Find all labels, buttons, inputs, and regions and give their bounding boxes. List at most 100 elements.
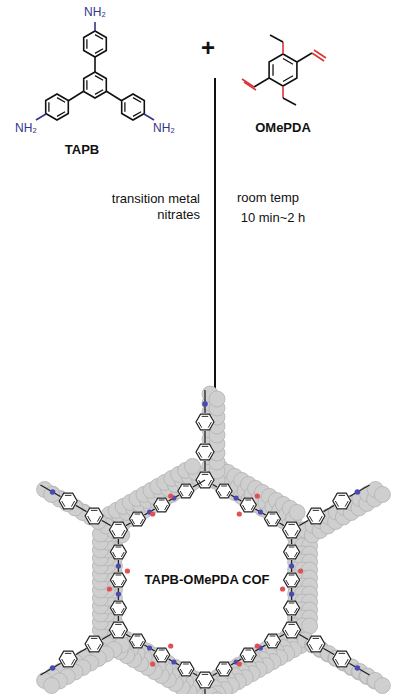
methoxy-oxygen <box>255 643 260 648</box>
imine-nitrogen <box>355 665 361 671</box>
double-bond <box>243 655 246 660</box>
double-bond <box>295 530 298 536</box>
benzene-ring <box>154 498 170 512</box>
double-bond <box>339 653 345 654</box>
ring-ground <box>110 600 126 616</box>
ring-ground <box>154 497 170 513</box>
double-bond <box>140 641 143 646</box>
benzene-ring <box>307 636 325 652</box>
double-bond <box>124 102 125 111</box>
double-bond <box>65 495 71 496</box>
ring-ground <box>265 633 281 649</box>
double-bond <box>112 630 115 636</box>
double-bond <box>62 659 65 665</box>
double-bond <box>272 64 273 76</box>
double-bond <box>345 659 348 665</box>
benzene-ring <box>109 522 127 538</box>
double-bond <box>313 638 319 639</box>
double-bond <box>199 452 202 458</box>
imine-nitrogen <box>116 591 121 596</box>
ring-ground <box>59 650 77 668</box>
double-bond <box>288 524 294 525</box>
benzene-ring <box>307 508 325 524</box>
ring-ground <box>85 507 103 525</box>
double-bond <box>243 505 246 510</box>
ring-ground <box>307 635 325 653</box>
double-bond <box>180 669 183 674</box>
double-bond <box>121 580 124 585</box>
double-bond <box>319 516 322 522</box>
double-bond <box>121 552 124 557</box>
double-bond <box>267 641 270 646</box>
bond-line <box>292 630 370 675</box>
imine-nitrogen <box>202 401 208 407</box>
double-bond <box>113 552 116 557</box>
benzene-ring <box>284 601 300 615</box>
methoxy-oxygen <box>107 586 112 591</box>
benzene-ring <box>85 636 103 652</box>
double-bond <box>218 669 221 674</box>
double-bond <box>286 552 289 557</box>
methoxy-oxygen <box>298 568 303 573</box>
double-bond <box>133 112 141 117</box>
double-bond <box>165 655 168 660</box>
double-bond <box>48 102 49 111</box>
double-bond <box>57 112 65 117</box>
imine-nitrogen <box>50 489 56 495</box>
benzene-ring <box>178 662 194 676</box>
bond-line <box>118 630 205 680</box>
bond-line <box>270 35 283 42</box>
double-bond <box>122 530 125 536</box>
cof-structure <box>37 386 391 694</box>
double-bond <box>159 650 165 651</box>
double-bond <box>86 39 87 48</box>
double-bond <box>135 636 141 637</box>
ring-ground <box>196 443 214 461</box>
benzene-ring <box>196 672 214 688</box>
ring-ground <box>196 671 214 689</box>
double-bond <box>132 641 135 646</box>
double-bond <box>112 530 115 536</box>
stacked-atom <box>44 678 60 694</box>
condition-text: room temp <box>237 190 299 206</box>
bond-line <box>312 53 324 61</box>
double-bond <box>289 603 295 604</box>
bond-line <box>106 91 122 101</box>
bond-line <box>314 50 326 58</box>
double-bond <box>115 524 121 525</box>
bond-line <box>68 91 84 101</box>
double-bond <box>309 644 312 650</box>
imine-nitrogen <box>258 509 263 514</box>
methoxy-oxygen <box>280 586 285 591</box>
benzene-ring <box>110 545 126 559</box>
double-bond <box>199 680 202 686</box>
double-bond <box>251 655 254 660</box>
imine-nitrogen <box>289 591 294 596</box>
ring-ground <box>265 511 281 527</box>
double-bond <box>286 580 289 585</box>
bond-line <box>244 82 256 90</box>
benzene-ring <box>59 651 77 667</box>
double-bond <box>218 491 221 496</box>
bond-line <box>205 480 292 530</box>
ring-ground <box>307 507 325 525</box>
double-bond <box>202 474 208 475</box>
ring-ground <box>283 621 301 639</box>
methoxy-oxygen <box>168 643 173 648</box>
benzene-ring <box>240 498 256 512</box>
double-bond <box>165 505 168 510</box>
double-bond <box>208 452 211 458</box>
benzene-ring <box>284 545 300 559</box>
methoxy-oxygen <box>150 511 155 516</box>
double-bond <box>113 580 116 585</box>
double-bond <box>283 58 293 64</box>
double-bond <box>133 98 141 103</box>
stacked-atom <box>209 391 225 407</box>
double-bond <box>270 514 276 515</box>
benzene-ring <box>216 662 232 676</box>
ring-ground <box>110 544 126 560</box>
benzene-ring <box>216 484 232 498</box>
double-bond <box>335 501 338 507</box>
ring-ground <box>59 492 77 510</box>
